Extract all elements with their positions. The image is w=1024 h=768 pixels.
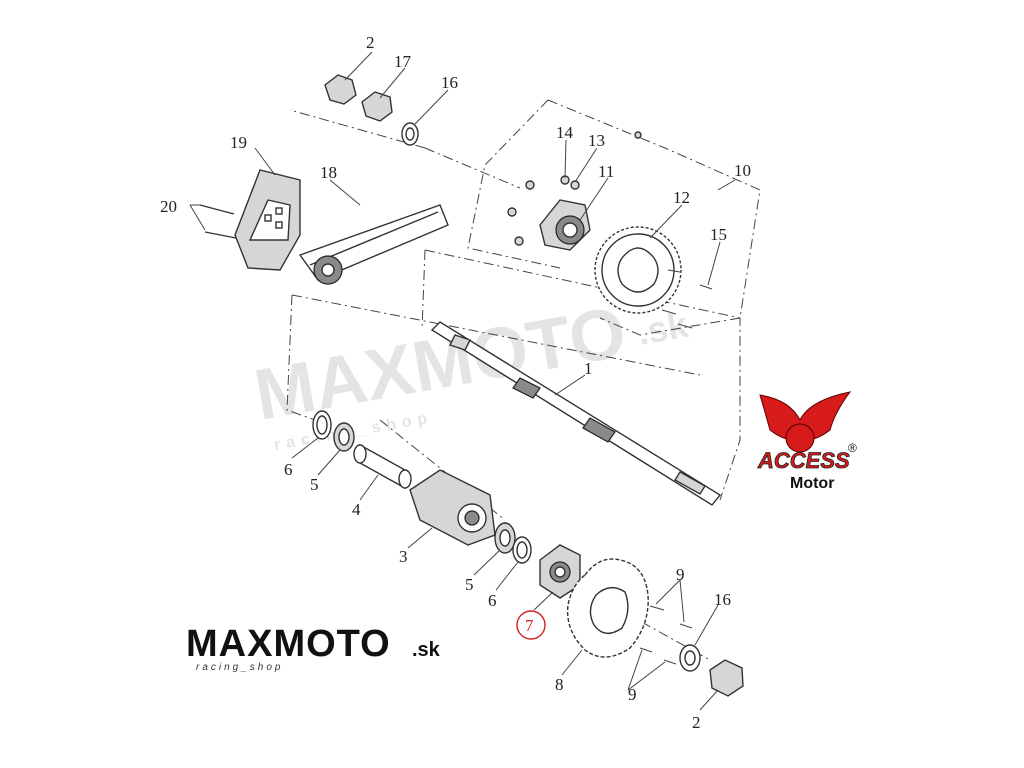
label-4: 4 (352, 500, 361, 519)
label-1: 1 (584, 359, 593, 378)
sprocket-hub (507, 131, 642, 251)
logo-emblem-icon (785, 423, 815, 453)
label-5-right: 5 (465, 575, 474, 594)
label-16-bottom: 16 (714, 590, 731, 609)
maxmoto-brand-text: MAXMOTO (186, 623, 391, 665)
brake-disc (566, 558, 649, 658)
highlight-circle (516, 610, 546, 640)
disc-bolts (639, 605, 693, 665)
left-seal-bearing (312, 410, 355, 452)
right-seal-bearing (494, 522, 532, 564)
label-16-top: 16 (441, 73, 458, 92)
label-12: 12 (673, 188, 690, 207)
label-9-top: 9 (676, 565, 685, 584)
label-9-bottom: 9 (628, 685, 637, 704)
label-20: 20 (160, 197, 177, 216)
drive-chain (298, 204, 449, 285)
logo-sub-text: Motor (790, 475, 834, 492)
label-8: 8 (555, 675, 564, 694)
chain-guard (234, 169, 301, 271)
maxmoto-logo: MAXMOTO .sk racing_shop (186, 623, 441, 673)
brake-disc-hub (539, 544, 581, 599)
bottom-washer-nut (679, 644, 744, 697)
label-18: 18 (320, 163, 337, 182)
rear-sprocket (594, 226, 682, 314)
label-2-bottom: 2 (692, 713, 701, 732)
label-6-right: 6 (488, 591, 497, 610)
label-15: 15 (710, 225, 727, 244)
label-2-top: 2 (366, 33, 375, 52)
label-7: 7 (525, 616, 534, 635)
assembly-guide-lines (286, 99, 761, 661)
label-17: 17 (394, 52, 412, 71)
maxmoto-tagline: racing_shop (196, 662, 283, 673)
leader-lines (189, 51, 736, 711)
logo-registered-mark: ® (848, 441, 857, 455)
label-13: 13 (588, 131, 605, 150)
label-3: 3 (399, 547, 408, 566)
maxmoto-suffix-text: .sk (412, 639, 441, 661)
top-nuts-washer (324, 74, 419, 146)
label-10: 10 (734, 161, 751, 180)
label-19: 19 (230, 133, 247, 152)
axle-housing (409, 469, 496, 546)
label-6-left: 6 (284, 460, 293, 479)
guard-bolts (199, 204, 237, 239)
logo-wings-icon (759, 391, 852, 441)
access-motor-logo: ACCESS ® Motor (757, 391, 857, 492)
sprocket-bolts (661, 269, 713, 329)
spacer-tube (353, 443, 412, 490)
label-11: 11 (598, 162, 614, 181)
part-labels: 2 17 16 19 18 20 14 13 11 12 10 15 1 6 5… (160, 33, 751, 732)
logo-brand-text: ACCESS (757, 448, 850, 473)
label-14: 14 (556, 123, 574, 142)
label-5-left: 5 (310, 475, 319, 494)
rear-axle (430, 321, 722, 506)
